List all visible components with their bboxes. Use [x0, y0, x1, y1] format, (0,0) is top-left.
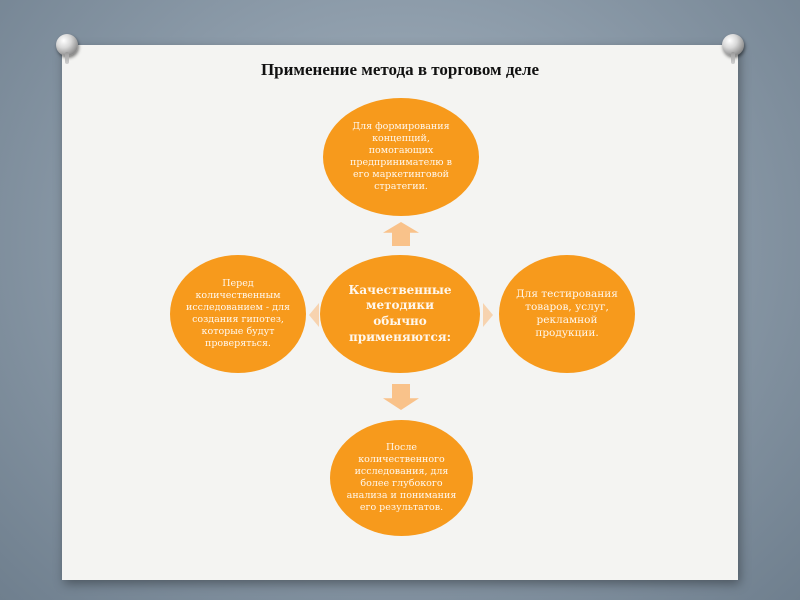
node-bottom-text: После количественного исследования, для … — [346, 442, 457, 513]
node-top: Для формирования концепций, помогающих п… — [323, 98, 479, 216]
arrow-left-icon — [309, 303, 319, 327]
pushpin-icon — [56, 34, 78, 64]
node-top-text: Для формирования концепций, помогающих п… — [350, 121, 452, 192]
pushpin-icon — [722, 34, 744, 64]
node-right-text: Для тестирования товаров, услуг, рекламн… — [516, 287, 618, 340]
slide-title: Применение метода в торговом деле — [260, 60, 540, 79]
node-bottom: После количественного исследования, для … — [330, 420, 473, 536]
node-center: Качественные методики обычно применяются… — [320, 255, 480, 373]
node-left-text: Перед количественным исследованием - для… — [185, 278, 290, 349]
node-right: Для тестирования товаров, услуг, рекламн… — [499, 255, 635, 373]
arrow-right-icon — [483, 303, 493, 327]
node-center-text: Качественные методики обычно применяются… — [348, 282, 452, 344]
node-left: Перед количественным исследованием - для… — [170, 255, 306, 373]
